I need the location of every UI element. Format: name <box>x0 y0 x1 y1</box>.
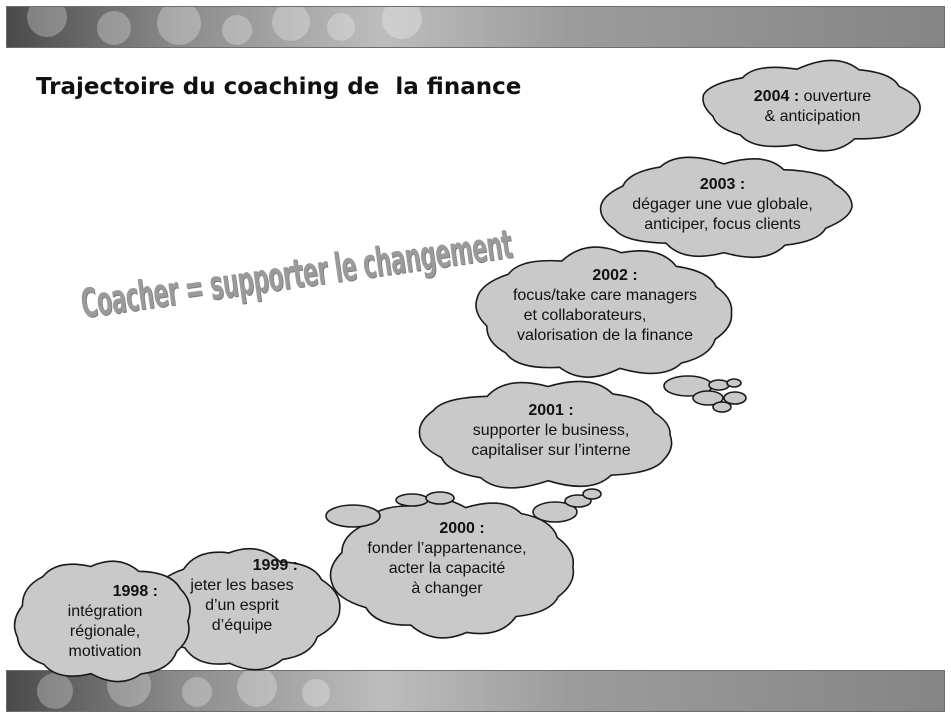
milestone-line: capitaliser sur l’interne <box>471 442 631 459</box>
milestone-line: & anticipation <box>764 108 861 125</box>
thought-bubble <box>425 491 455 505</box>
milestone-year: 2000 : <box>439 520 485 537</box>
page-title: Trajectoire du coaching de la finance <box>36 74 522 100</box>
thought-bubble <box>395 493 429 507</box>
milestone-2004: 2004 : ouverture & anticipation <box>705 87 920 127</box>
milestone-line: valorisation de la finance <box>516 327 694 344</box>
milestone-year: 1998 : <box>112 583 158 600</box>
milestone-line: supporter le business, <box>472 422 630 439</box>
milestone-line: et collaborateurs, <box>523 307 647 324</box>
milestone-year: 2004 : <box>753 88 800 105</box>
milestone-2001: 2001 : supporter le business, capitalise… <box>436 401 666 461</box>
milestone-line: fonder l’appartenance, <box>367 540 527 557</box>
cloud-2000 <box>329 497 575 639</box>
milestone-year: 2001 : <box>528 402 574 419</box>
milestone-line: jeter les bases <box>190 577 294 594</box>
milestone-line: intégration <box>67 603 143 620</box>
thought-bubble <box>325 504 381 528</box>
milestone-year: 2002 : <box>592 267 638 284</box>
milestone-1999: 1999 : jeter les bases d’un esprit d’équ… <box>162 556 322 636</box>
milestone-year: 1999 : <box>252 557 298 574</box>
milestone-line: acter la capacité <box>388 560 506 577</box>
header-band <box>6 6 945 48</box>
milestone-line: dégager une vue globale, <box>632 196 813 213</box>
milestone-line: d’équipe <box>211 617 273 634</box>
footer-band <box>6 670 945 712</box>
thought-bubble <box>726 378 742 388</box>
milestone-1998: 1998 : intégration régionale, motivation <box>30 582 180 662</box>
thought-bubble <box>708 379 730 391</box>
thought-bubble <box>723 391 747 405</box>
thought-bubble <box>532 501 578 523</box>
milestone-year: 2003 : <box>699 176 746 193</box>
milestone-line: d’un esprit <box>205 597 279 614</box>
milestone-line: focus/take care managers <box>512 287 698 304</box>
thought-bubble <box>564 494 592 508</box>
milestone-2000: 2000 : fonder l’appartenance, acter la c… <box>332 519 562 599</box>
cloud-2001 <box>418 380 673 489</box>
milestone-2003: 2003 : dégager une vue globale, anticipe… <box>600 175 845 235</box>
cloud-2004 <box>702 59 921 152</box>
cloud-2003 <box>599 156 853 258</box>
thought-bubble <box>582 488 602 500</box>
milestone-line: à changer <box>411 580 483 597</box>
thought-bubble <box>692 390 724 406</box>
milestone-line: motivation <box>68 643 142 660</box>
cloud-2002 <box>475 246 733 378</box>
thought-bubble <box>712 401 732 413</box>
milestone-line: ouverture <box>803 88 872 105</box>
milestone-line: régionale, <box>69 623 141 640</box>
milestone-2002: 2002 : focus/take care managers et colla… <box>480 266 730 346</box>
milestone-line: anticiper, focus clients <box>644 216 801 233</box>
cloud-1998 <box>13 560 191 683</box>
